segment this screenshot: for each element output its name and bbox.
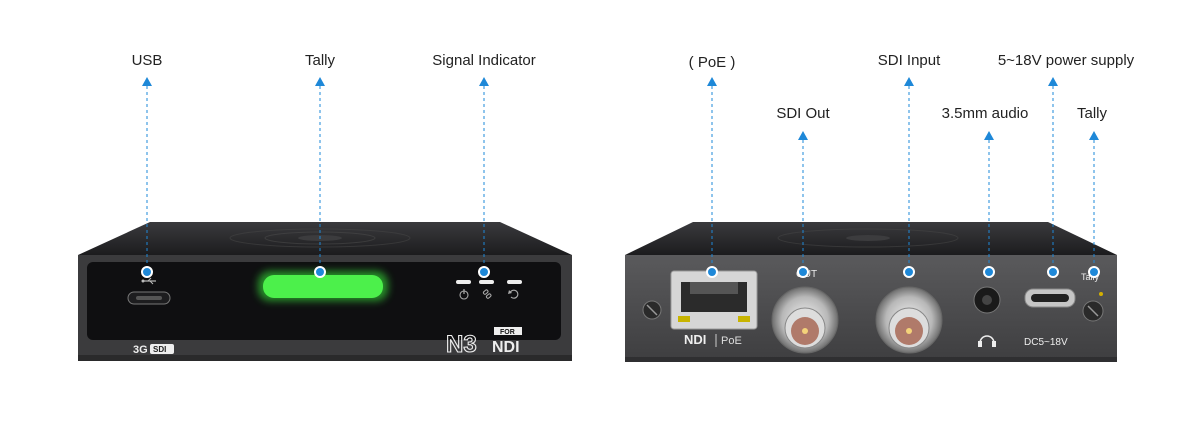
tally-led <box>263 275 383 298</box>
front-device: 3G SDI N3 FOR NDI <box>78 222 572 361</box>
usb-c-port <box>127 291 171 305</box>
badge-3g-text: 3G <box>133 344 148 356</box>
audio-leader <box>983 131 995 278</box>
signal-indicator-leds <box>456 280 522 284</box>
power-callout-label: 5~18V power supply <box>997 52 1135 69</box>
tally-front-callout-label: Tally <box>304 52 336 69</box>
poe-leader <box>706 77 718 278</box>
sdi-out-leader <box>797 131 809 278</box>
callout-leaders <box>141 77 1100 278</box>
logo-n3-text: N3 <box>446 331 477 358</box>
signal-indicator-callout-label: Signal Indicator <box>432 52 536 69</box>
headphone-icon <box>978 335 996 347</box>
tally-rear-leader <box>1088 131 1100 278</box>
left-screw <box>642 300 662 320</box>
audio-jack <box>973 286 1001 314</box>
sdi-out-callout-label: SDI Out <box>776 105 830 122</box>
rear-ndi-text: NDI <box>684 332 706 347</box>
rear-device: NDI PoE OUT <box>625 222 1117 362</box>
n3-for-ndi-logo: N3 FOR NDI <box>445 327 522 359</box>
usb-icon <box>141 277 156 285</box>
power-leader <box>1047 77 1059 278</box>
sdi-input-leader <box>903 77 915 278</box>
bnc-sdi-out-connector <box>771 286 839 354</box>
link-icon <box>482 289 492 299</box>
dc-label: DC5~18V <box>1024 337 1068 348</box>
power-icon <box>459 289 469 300</box>
sdi-input-callout-label: SDI Input <box>877 52 941 69</box>
rear-poe-text: PoE <box>721 335 742 347</box>
signal-indicator-leader <box>478 77 490 278</box>
rear-tally-led <box>1082 292 1104 322</box>
usb-c-power-port <box>1024 288 1076 308</box>
usb-callout-label: USB <box>131 52 163 69</box>
refresh-icon <box>508 289 519 299</box>
bnc-sdi-input-connector <box>875 286 943 354</box>
rear-tally-label: Tally <box>1081 272 1100 282</box>
poe-callout-label: ( PoE ) <box>688 54 736 71</box>
3g-sdi-badge: 3G SDI <box>133 344 174 356</box>
logo-for-text: FOR <box>500 329 515 336</box>
badge-sdi-text: SDI <box>153 345 166 354</box>
logo-ndi-text: NDI <box>492 339 520 356</box>
tally-front-leader <box>314 77 326 278</box>
ndi-poe-label: NDI PoE <box>684 332 742 347</box>
usb-leader <box>141 77 153 278</box>
tally-rear-callout-label: Tally <box>1076 105 1108 122</box>
audio-callout-label: 3.5mm audio <box>941 105 1029 122</box>
rj45-poe-port <box>670 270 758 330</box>
